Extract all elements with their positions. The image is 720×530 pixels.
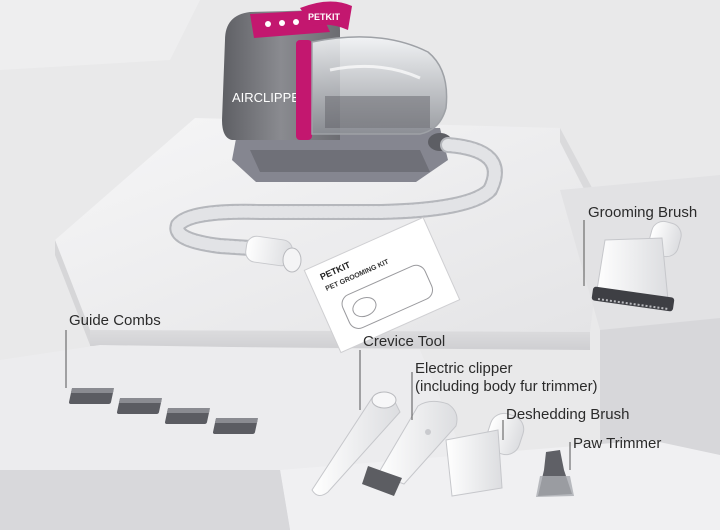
grooming-brush (591, 220, 682, 312)
guide-combs (68, 388, 258, 434)
electric-clipper (362, 400, 458, 496)
right-block-face (600, 318, 720, 470)
leader-lines (65, 220, 585, 470)
lower-right-edge (245, 470, 290, 530)
paw-trimmer (536, 450, 574, 497)
deshedding-brush (445, 412, 525, 497)
label-paw-trimmer: Paw Trimmer (573, 435, 662, 452)
airclipper-device: PETKIT AIRCLIPPER (222, 1, 452, 182)
hose-end-cuff (245, 235, 302, 273)
top-platform-surface (55, 118, 605, 332)
user-manual: PETKIT PET GROOMING KIT (303, 216, 461, 354)
label-deshedding-brush: Deshedding Brush (506, 406, 630, 423)
label-electric-clipper-line2: (including body fur trimmer) (415, 378, 598, 395)
crevice-tool (311, 391, 401, 496)
label-crevice-tool: Crevice Tool (363, 333, 446, 350)
handle-brand-text: PETKIT (308, 12, 341, 22)
device-dust-container (311, 36, 448, 135)
device-accent-stripe (296, 40, 312, 140)
label-grooming-brush: Grooming Brush (588, 204, 698, 221)
back-platform (0, 0, 200, 70)
label-guide-combs: Guide Combs (69, 312, 161, 329)
device-brand-text: AIRCLIPPER (232, 90, 309, 105)
label-electric-clipper-line1: Electric clipper (415, 360, 513, 377)
top-platform-left-edge (55, 240, 90, 345)
device-handle (300, 1, 352, 31)
